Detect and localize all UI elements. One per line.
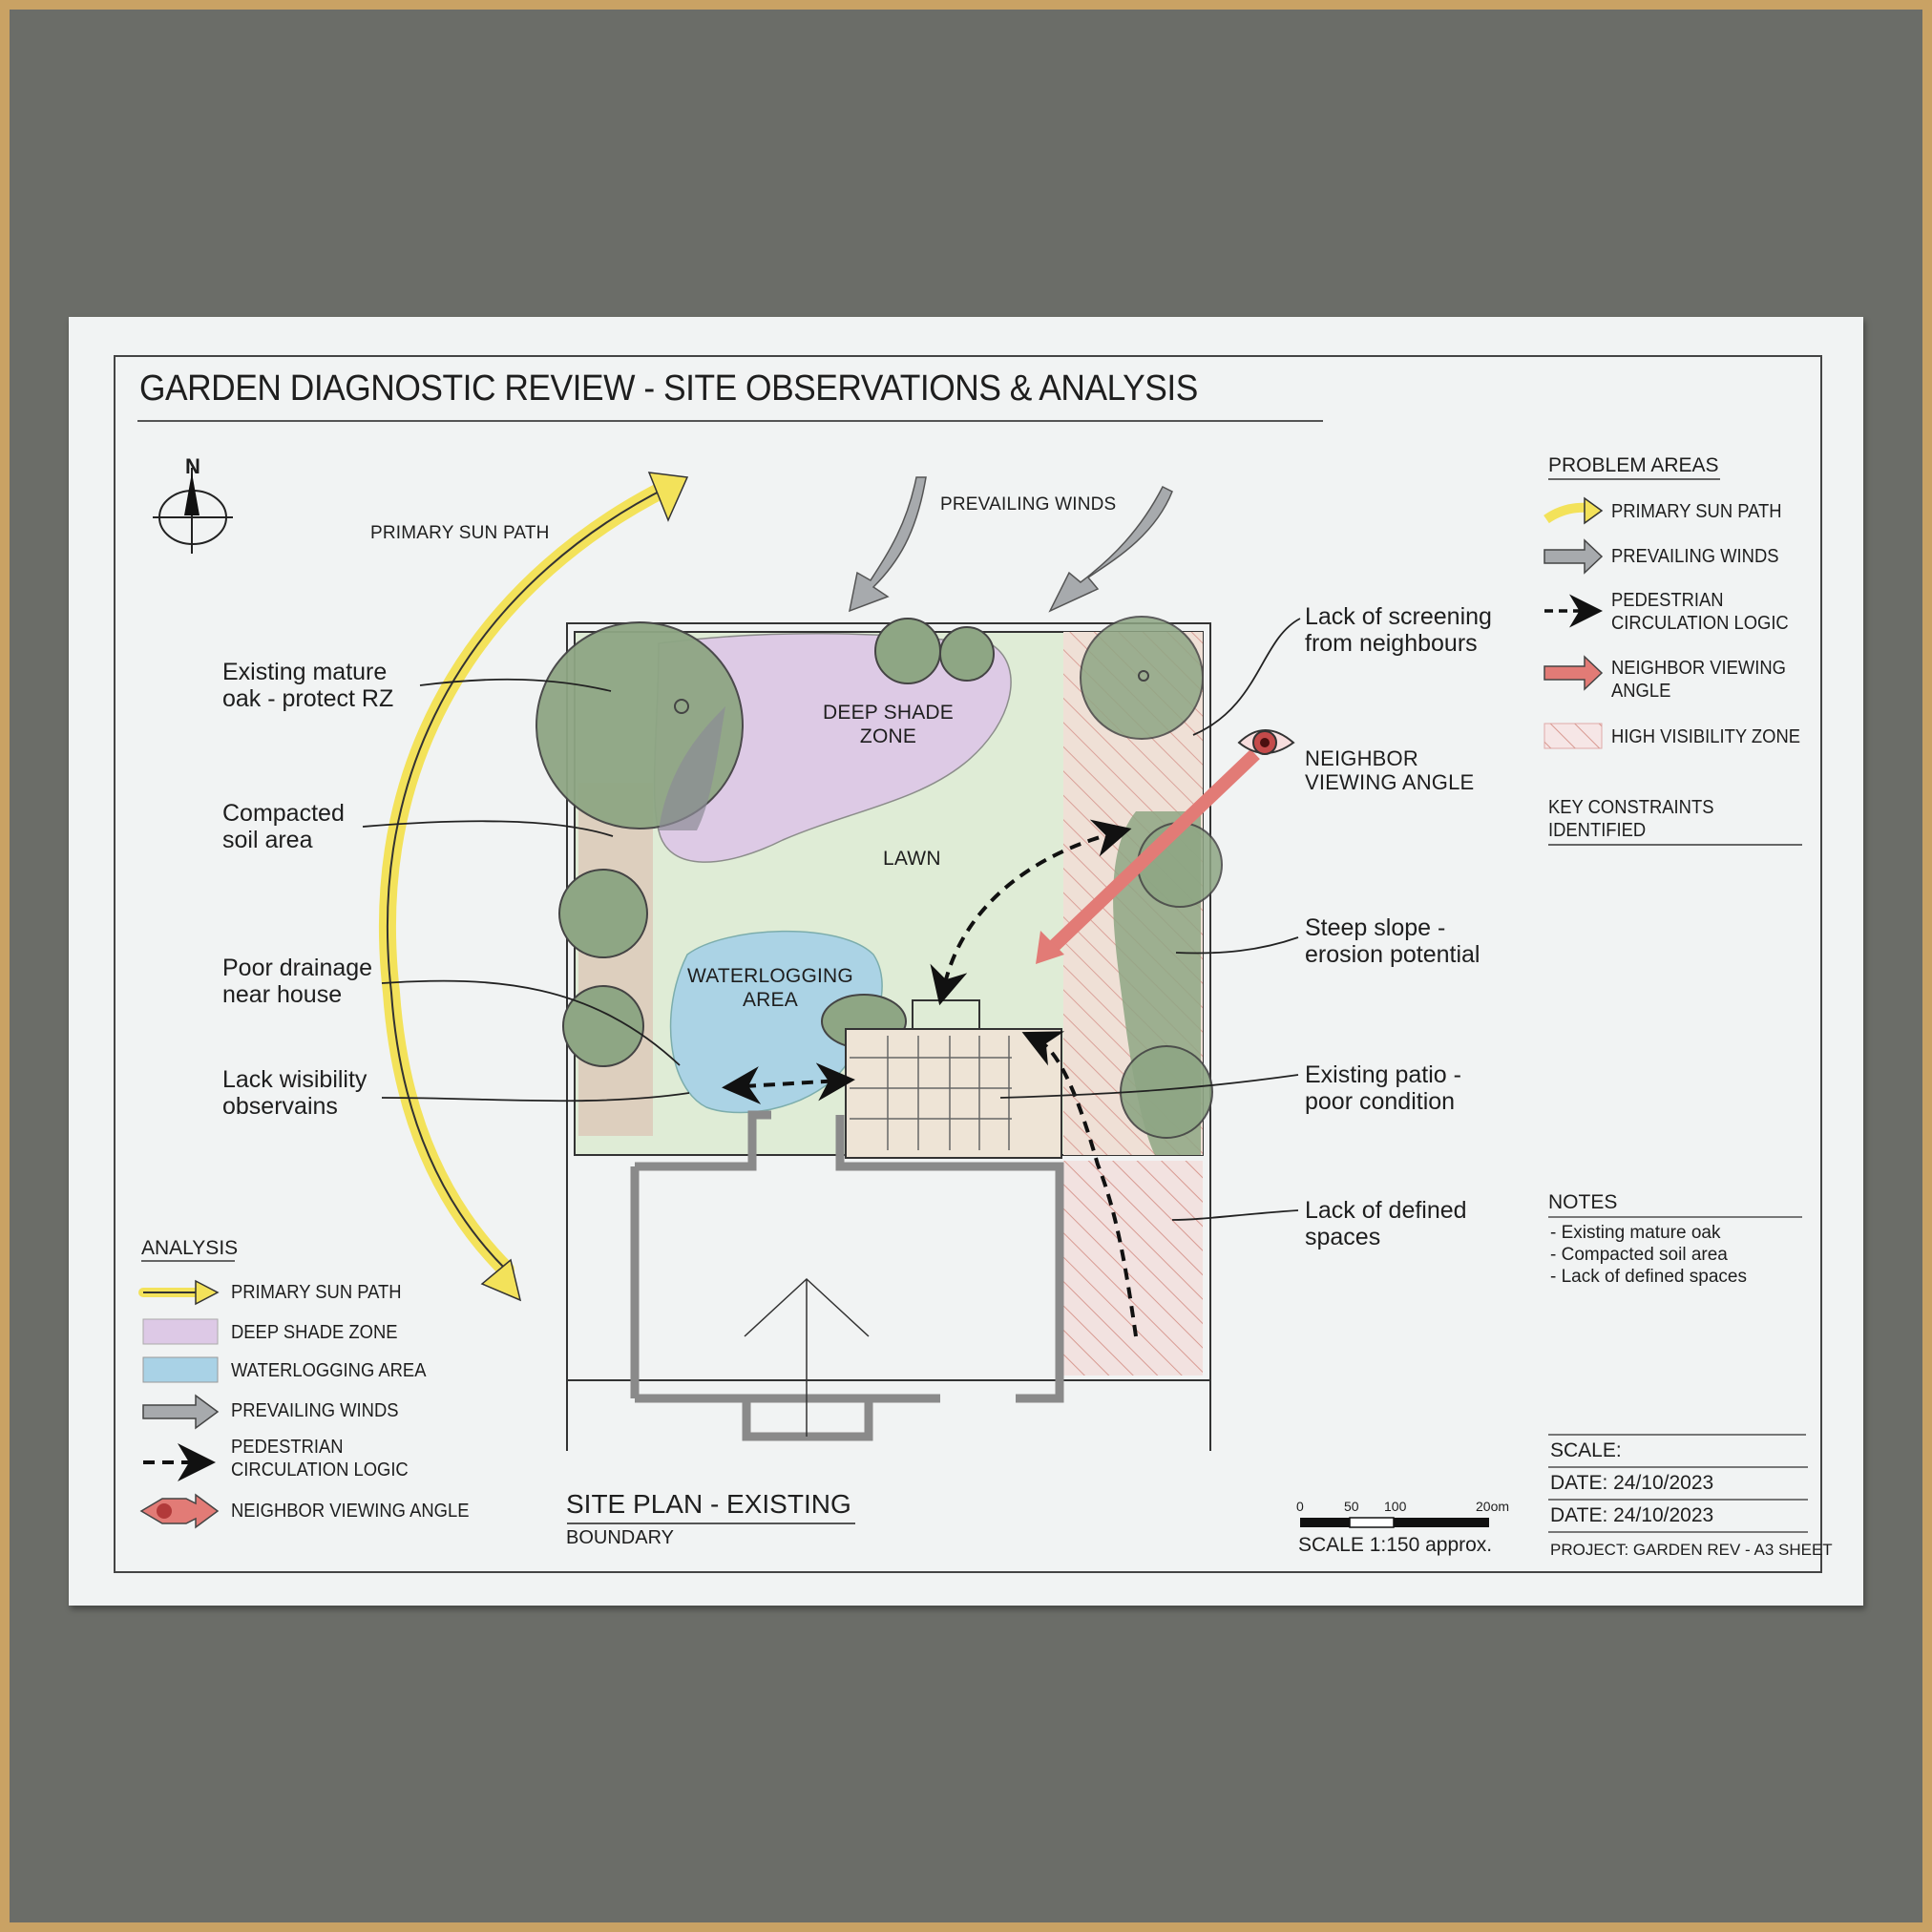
problem-high-visibility: HIGH VISIBILITY ZONE (1611, 726, 1801, 747)
problem-sun-path: PRIMARY SUN PATH (1611, 501, 1782, 522)
scale-tick: 100 (1384, 1499, 1407, 1514)
legend-waterlogging: WATERLOGGING AREA (231, 1360, 427, 1381)
scale-tick: 50 (1344, 1499, 1359, 1514)
scale-tick: 20om (1476, 1499, 1510, 1514)
titleblock-rule (1548, 1466, 1808, 1468)
key-constraints-heading: KEY CONSTRAINTS IDENTIFIED (1548, 797, 1714, 841)
notes-heading: NOTES (1548, 1191, 1618, 1213)
north-label: N (185, 454, 200, 478)
callout-mature-oak: Existing mature oak - protect RZ (222, 659, 394, 712)
title-underline (137, 420, 1323, 422)
titleblock-scale: SCALE: (1550, 1439, 1622, 1461)
lawn-label: LAWN (883, 848, 941, 870)
legend-neighbor-viewing: NEIGHBOR VIEWING ANGLE (231, 1501, 470, 1522)
titleblock-rule (1548, 1531, 1808, 1533)
note-item: - Lack of defined spaces (1550, 1267, 1747, 1287)
legend-deep-shade: DEEP SHADE ZONE (231, 1322, 398, 1343)
legend-pedestrian-circulation: PEDESTRIAN CIRCULATION LOGIC (231, 1437, 409, 1480)
prevailing-winds-label: PREVAILING WINDS (940, 494, 1117, 514)
titleblock-rule (1548, 1434, 1806, 1436)
note-item: - Existing mature oak (1550, 1223, 1721, 1243)
note-item: - Compacted soil area (1550, 1245, 1728, 1265)
titleblock-project: PROJECT: GARDEN REV - A3 SHEET (1550, 1541, 1833, 1559)
callout-lack-defined-spaces: Lack of defined spaces (1305, 1197, 1467, 1250)
analysis-legend-icons (138, 1279, 220, 1529)
callout-poor-drainage: Poor drainage near house (222, 955, 373, 1008)
callout-steep-slope: Steep slope - erosion potential (1305, 914, 1480, 968)
waterlogging-label: WATERLOGGING AREA (687, 965, 853, 1011)
legend-prevailing-winds: PREVAILING WINDS (231, 1400, 399, 1421)
eye-icon (1237, 729, 1295, 755)
problem-prevailing-winds: PREVAILING WINDS (1611, 546, 1779, 567)
problems-legend-heading: PROBLEM AREAS (1548, 454, 1719, 476)
deep-shade-label: DEEP SHADE ZONE (823, 702, 954, 747)
scale-tick: 0 (1296, 1499, 1304, 1514)
callout-compacted-soil: Compacted soil area (222, 800, 345, 853)
sheet-title: GARDEN DIAGNOSTIC REVIEW - SITE OBSERVAT… (139, 368, 1198, 409)
sun-path-label: PRIMARY SUN PATH (370, 523, 550, 543)
analysis-legend-heading: ANALYSIS (141, 1237, 239, 1259)
neighbor-viewing-label: NEIGHBOR VIEWING ANGLE (1305, 746, 1475, 794)
plan-subtitle: BOUNDARY (566, 1527, 674, 1548)
problem-neighbor-viewing: NEIGHBOR VIEWING ANGLE (1611, 658, 1786, 702)
notes-rule (1548, 1216, 1802, 1218)
legend-sun-path: PRIMARY SUN PATH (231, 1282, 402, 1303)
analysis-heading-rule (141, 1260, 235, 1262)
titleblock-date: DATE: 24/10/2023 (1550, 1472, 1714, 1494)
sheet-border (114, 355, 1822, 1573)
scale-caption: SCALE 1:150 approx. (1298, 1534, 1493, 1556)
callout-existing-patio: Existing patio - poor condition (1305, 1061, 1461, 1115)
titleblock-rule (1548, 1499, 1808, 1501)
problems-heading-rule (1548, 478, 1720, 480)
plan-title: SITE PLAN - EXISTING (566, 1489, 851, 1519)
wind-arrows (848, 476, 1173, 613)
titleblock-date: DATE: 24/10/2023 (1550, 1504, 1714, 1526)
callout-lack-screening: Lack of screening from neighbours (1305, 603, 1492, 657)
north-compass-icon (153, 468, 233, 554)
problem-pedestrian-circulation: PEDESTRIAN CIRCULATION LOGIC (1611, 590, 1789, 634)
callout-lack-visibility: Lack wisibility observains (222, 1066, 368, 1120)
problems-legend-icons (1544, 496, 1604, 749)
constraints-rule (1548, 844, 1802, 846)
